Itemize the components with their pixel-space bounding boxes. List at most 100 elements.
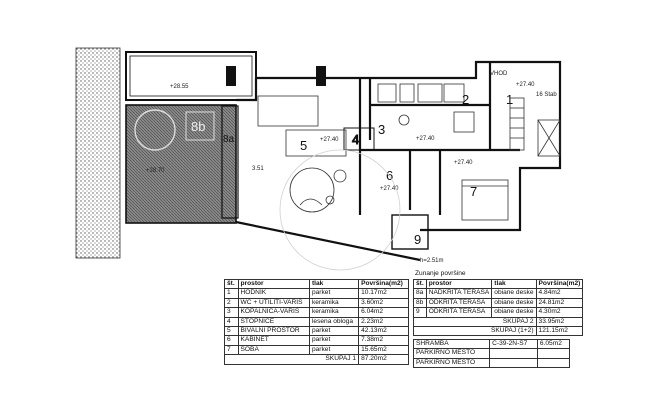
cell: obiane deske (491, 307, 537, 318)
stair-note: 16 Stab (536, 92, 557, 98)
stone-wall (75, 47, 121, 259)
room-label-3: 3 (378, 122, 385, 137)
level-left: +28.70 (146, 168, 165, 174)
cell: SHRAMBA (412, 338, 491, 350)
level-mid3: +27.40 (454, 160, 473, 166)
room-label-4: 4 (352, 132, 359, 147)
cell: 8a (413, 288, 427, 299)
cell: lesena obloga (308, 316, 360, 328)
cell: ODKRITA TERASA (425, 307, 493, 318)
cell: 7 (224, 344, 239, 356)
room-label-5: 5 (300, 138, 307, 153)
level-right: +27.40 (516, 82, 535, 88)
table-row: 8b ODKRITA TERASA obiane deske 24.81m2 (413, 297, 584, 309)
cell: 3.60m2 (358, 297, 409, 309)
cell: 24.81m2 (535, 297, 584, 309)
total2-row: SKUPAJ 2 33.95m2 (413, 316, 584, 328)
cell (489, 348, 538, 359)
room-label-9: 9 (414, 232, 421, 247)
table-row: PARKIRNO MESTO (412, 357, 571, 369)
cell: KABINET (237, 335, 310, 346)
cell: 6 (224, 335, 239, 346)
cell: PARKIRNO MESTO (412, 348, 491, 359)
table-row: 1 HODNIK parket 10.17m2 (224, 288, 409, 299)
covered-terrace: 8b (125, 104, 237, 224)
room-label-6: 6 (386, 168, 393, 183)
cell: parket (308, 335, 360, 346)
room-label-8b: 8b (191, 119, 205, 134)
table-row: PARKIRNO MESTO (412, 348, 571, 359)
cell: parket (308, 288, 360, 299)
cell: ODKRITA TERASA (425, 297, 493, 309)
cell: STOPNICE (237, 316, 310, 328)
cell: 4.30m2 (535, 307, 584, 318)
cell (536, 348, 571, 359)
cell (489, 357, 538, 369)
cell: 6.04m2 (358, 307, 409, 318)
cell: 4 (224, 316, 239, 328)
cell: obiane deske (491, 288, 537, 299)
cell: keramika (308, 297, 360, 309)
cell: 3 (224, 307, 239, 318)
level-mid4: +27.40 (380, 186, 399, 192)
room-label-8a: 8a (223, 134, 235, 145)
bedroom-bed (461, 179, 509, 221)
total-label: SKUPAJ 1 (223, 354, 360, 365)
top-balcony (125, 51, 257, 101)
col-header-no: št. (224, 278, 239, 290)
cell: 9 (413, 307, 427, 318)
col-header-area: Površina(m2) (358, 278, 409, 290)
cell: BIVALNI PROSTOR (237, 326, 310, 337)
entrance-stairs (509, 97, 561, 157)
total12-value: 121.15m2 (535, 326, 584, 337)
table-row: 2 WC + UTILITI-VARIS keramika 3.60m2 (224, 297, 409, 309)
level-mid: +27.40 (320, 137, 339, 143)
col-header-room: prostor (237, 278, 310, 290)
bathroom-fixtures (377, 83, 475, 133)
cell: 42.13m2 (358, 326, 409, 337)
room-area-table: št. prostor tlak Površina(m2) 1 HODNIK p… (223, 278, 409, 365)
cell: 15.65m2 (358, 344, 409, 356)
cell: keramika (308, 307, 360, 318)
wall-ibz: 3.51 (252, 166, 264, 172)
table-row: 7 SOBA parket 15.65m2 (224, 344, 409, 356)
cell: 10.17m2 (358, 288, 409, 299)
cell: PARKIRNO MESTO (412, 357, 491, 369)
outdoor-area-table: št. prostor tlak Površina(m2) 8a NADKRIT… (413, 278, 584, 337)
cell: 2 (224, 297, 239, 309)
cell: obiane deske (491, 297, 537, 309)
cell: 1 (224, 288, 239, 299)
cell: parket (308, 326, 360, 337)
floor-plan: 8b 8a 4 2 3 1 5 6 (75, 47, 562, 271)
cell: 7.38m2 (358, 335, 409, 346)
total12-row: SKUPAJ (1+2) 121.15m2 (413, 326, 584, 337)
cell: parket (308, 344, 360, 356)
cell: 4.84m2 (535, 288, 584, 299)
room-label-2: 2 (462, 92, 469, 107)
cell: 5 (224, 326, 239, 337)
living-room-furniture (257, 95, 347, 213)
total-value: 87.20m2 (358, 354, 409, 365)
table-row: 3 KOPALNICA-VARIS keramika 6.04m2 (224, 307, 409, 318)
level-top: +28.55 (170, 84, 189, 90)
table-row: 8a NADKRITA TERASA obiane deske 4.84m2 (413, 288, 584, 299)
outdoor-caption: Zunanje površine (415, 270, 466, 277)
col-header-no: št. (413, 278, 427, 290)
stairs: 4 (343, 127, 375, 151)
table-row: 5 BIVALNI PROSTOR parket 42.13m2 (224, 326, 409, 337)
total-row: SKUPAJ 1 87.20m2 (223, 354, 409, 365)
height-note: h=2.51m (420, 258, 444, 264)
col-header-floor: tlak (308, 278, 360, 290)
cell: WC + UTILITI-VARIS (237, 297, 310, 309)
cell: HODNIK (237, 288, 310, 299)
cell: 8b (413, 297, 427, 309)
cell (536, 357, 571, 369)
storage-parking-table: SHRAMBA C-39-2N-S7 6.05m2 PARKIRNO MESTO… (412, 338, 571, 369)
room-label-7: 7 (470, 184, 477, 199)
table-row: 9 ODKRITA TERASA obiane deske 4.30m2 (413, 307, 584, 318)
cell: KOPALNICA-VARIS (237, 307, 310, 318)
cell: 6.05m2 (536, 338, 571, 350)
level-mid2: +27.40 (416, 136, 435, 142)
col-header-room: prostor (425, 278, 493, 290)
outer-walls (235, 60, 562, 262)
